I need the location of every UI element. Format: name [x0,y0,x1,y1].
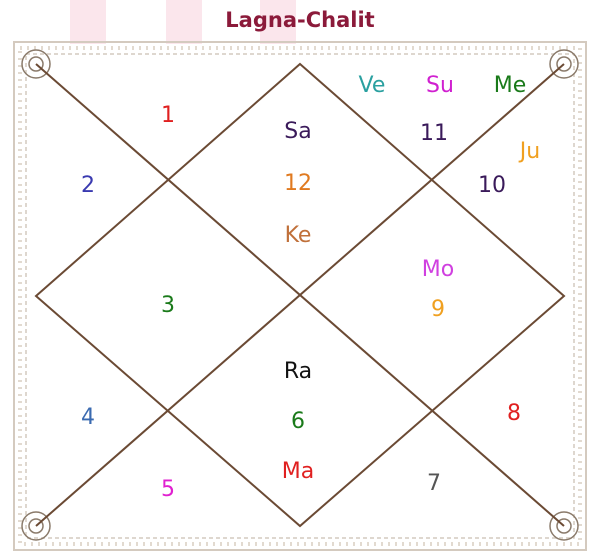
planet-ke: Ke [285,223,312,248]
planet-ra: Ra [284,359,312,384]
planet-sa: Sa [284,119,311,144]
house-9: 9 [431,297,445,322]
house-6: 6 [291,409,305,434]
planet-mo: Mo [422,257,454,282]
planet-ma: Ma [282,459,314,484]
house-2: 2 [81,173,95,198]
planet-ve: Ve [359,73,386,98]
house-12: 12 [284,171,312,196]
house-4: 4 [81,405,95,430]
planet-me: Me [494,73,527,98]
house-8: 8 [507,401,521,426]
house-11: 11 [420,121,448,146]
house-10: 10 [478,173,506,198]
house-1: 1 [161,103,175,128]
planet-su: Su [426,73,454,98]
house-5: 5 [161,477,175,502]
house-3: 3 [161,293,175,318]
house-7: 7 [427,471,441,496]
planet-ju: Ju [518,139,540,164]
